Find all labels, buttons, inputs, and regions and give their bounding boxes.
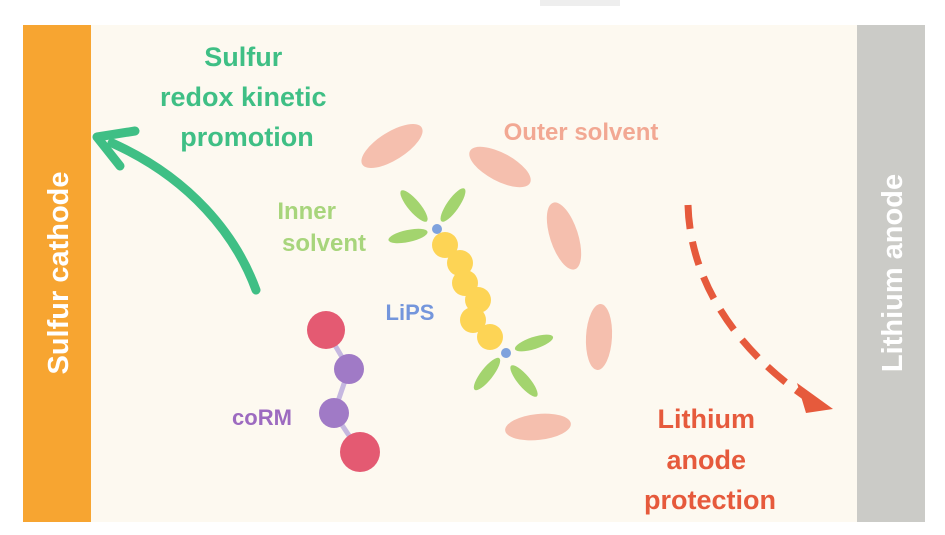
inner-solvent-line-1: Inner xyxy=(277,198,336,225)
inner-solvent-molecule xyxy=(473,357,501,391)
lithium-protection-line-2: anode xyxy=(666,445,746,475)
anode-arrow-shaft xyxy=(684,204,812,403)
sulfur-cathode-label: Sulfur cathode xyxy=(43,171,75,374)
inner-solvent-molecule xyxy=(388,228,428,244)
lips-sulfur-atom xyxy=(460,307,486,333)
inner-solvent-cluster-bottom xyxy=(473,334,554,397)
cathode-arrow-head xyxy=(92,126,140,171)
inner-solvent-label: Inner solvent xyxy=(277,198,366,257)
lithium-protection-line-3: protection xyxy=(644,485,776,515)
outer-solvent-molecule xyxy=(546,202,582,270)
lithium-anode-bar xyxy=(857,25,925,522)
lips-label: LiPS xyxy=(386,300,435,325)
inner-solvent-molecule xyxy=(400,190,428,222)
lithium-atom-bottom xyxy=(501,348,511,358)
sulfur-promotion-label: Sulfur redox kinetic promotion xyxy=(160,42,334,152)
inner-solvent-molecule xyxy=(440,188,466,222)
inner-solvent-line-2: solvent xyxy=(282,230,366,257)
inner-solvent-cluster-top xyxy=(388,188,466,244)
lips-sulfur-atom xyxy=(432,232,458,258)
outer-solvent-shell xyxy=(361,123,613,441)
anode-arrow-head xyxy=(797,383,833,413)
sulfur-promotion-line-3: promotion xyxy=(180,122,313,152)
curved-arrow-icon xyxy=(92,126,261,295)
corm-core-atom xyxy=(334,354,364,384)
corm-molecule xyxy=(307,311,380,472)
corm-end-atom xyxy=(307,311,345,349)
outer-solvent-molecule xyxy=(505,413,571,441)
electrolyte-background xyxy=(90,25,858,522)
lithium-anode-label: Lithium anode xyxy=(877,174,909,372)
outer-solvent-label: Outer solvent xyxy=(504,119,659,146)
lips-sulfur-atom xyxy=(465,287,491,313)
lithium-atom-top xyxy=(432,224,442,234)
corm-end-atom xyxy=(340,432,380,472)
top-tab xyxy=(540,0,620,6)
dashed-curved-arrow-icon xyxy=(684,204,833,413)
outer-solvent-molecule xyxy=(361,123,423,169)
sulfur-promotion-line-2: redox kinetic xyxy=(160,82,327,112)
cathode-arrow-shaft xyxy=(107,138,261,295)
lips-chain xyxy=(432,232,503,350)
lithium-protection-line-1: Lithium xyxy=(658,404,755,434)
corm-core-atom xyxy=(319,398,349,428)
outer-solvent-molecule xyxy=(469,146,531,188)
sulfur-cathode-bar xyxy=(23,25,91,522)
lithium-protection-label: Lithium anode protection xyxy=(644,404,776,515)
lips-sulfur-atom xyxy=(477,324,503,350)
outer-solvent-molecule xyxy=(585,304,613,370)
sulfur-promotion-line-1: Sulfur xyxy=(204,42,282,72)
corm-label: coRM xyxy=(232,405,292,430)
lips-sulfur-atom xyxy=(447,250,473,276)
inner-solvent-molecule xyxy=(510,365,538,397)
inner-solvent-molecule xyxy=(514,334,554,352)
